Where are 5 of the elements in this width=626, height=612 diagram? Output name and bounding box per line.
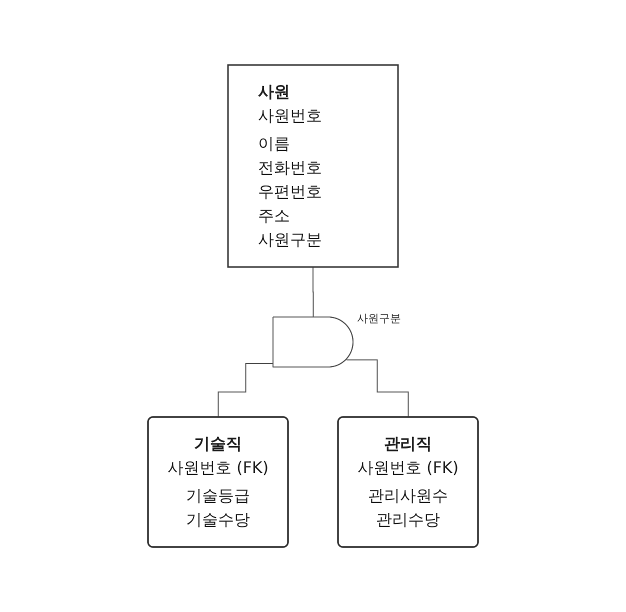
connector [312,266,314,318]
connector [218,363,274,418]
node-box: 사원 사원번호 이름 전화번호 우편번호 주소 사원구분 [227,64,399,268]
connector [346,359,409,418]
discriminator-label: 사원구분 [356,311,401,326]
